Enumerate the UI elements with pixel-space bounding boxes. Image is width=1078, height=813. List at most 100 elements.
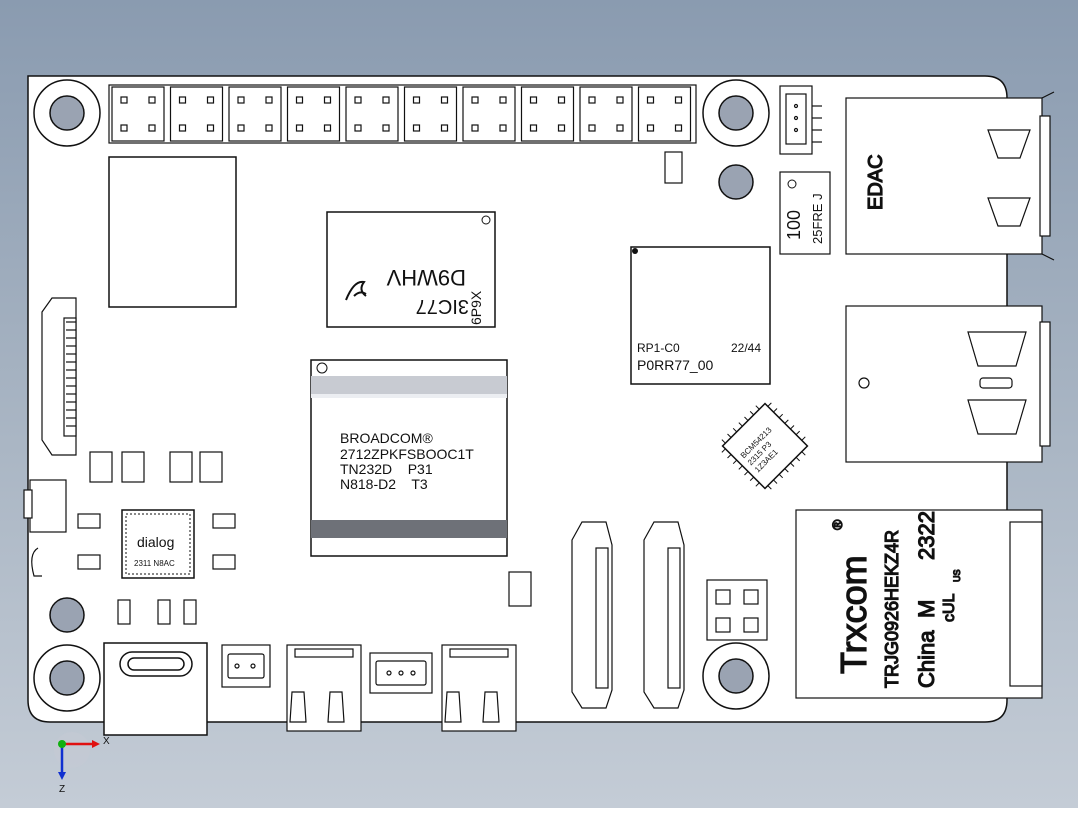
gpio-pin bbox=[178, 96, 187, 104]
gpio-pin bbox=[412, 124, 421, 132]
gpio-pin bbox=[382, 124, 390, 132]
eth-registered: ® bbox=[829, 519, 845, 530]
component-100-line2: 25FRE J bbox=[810, 193, 825, 244]
micro-hdmi-port-2 bbox=[441, 644, 517, 732]
mounting-holes bbox=[33, 79, 770, 712]
gpio-pin bbox=[237, 96, 245, 104]
usb-port-bottom bbox=[845, 305, 1051, 463]
gpio-pin bbox=[471, 96, 479, 104]
pmic-chip: dialog 2311 N8AC bbox=[121, 509, 195, 579]
gpio-pin bbox=[295, 96, 304, 104]
ram-chip: D9WHV 3IC77 6P9X bbox=[326, 211, 496, 328]
soc-line3: TN232D P31 bbox=[340, 461, 433, 477]
usb-label: EDAC bbox=[865, 154, 887, 210]
gpio-cell bbox=[520, 86, 575, 142]
gpio-pin bbox=[616, 124, 624, 132]
gpio-pin bbox=[646, 96, 655, 104]
jst-connector-2 bbox=[369, 652, 433, 694]
eth-m: M bbox=[914, 600, 939, 618]
rp1-line3: P0RR77_00 bbox=[637, 357, 713, 373]
component-100-line1: 100 bbox=[784, 210, 804, 240]
ram-line2: 3IC77 bbox=[416, 295, 469, 317]
micron-logo bbox=[345, 280, 367, 301]
passive-pads bbox=[77, 451, 532, 625]
gpio-pin bbox=[529, 96, 538, 104]
ram-line3: 6P9X bbox=[468, 290, 484, 325]
rp1-line1: RP1-C0 bbox=[637, 341, 680, 355]
gpio-pin bbox=[323, 124, 332, 132]
gpio-pin bbox=[354, 124, 362, 132]
pcb-outline bbox=[27, 75, 1008, 723]
gpio-header bbox=[108, 84, 697, 144]
gpio-pin bbox=[206, 96, 215, 104]
wifi-module bbox=[108, 156, 237, 308]
eth-origin: China bbox=[914, 630, 939, 688]
rp1-chip: RP1-C0 22/44 P0RR77_00 bbox=[630, 246, 771, 385]
gpio-pin bbox=[674, 96, 683, 104]
gpio-pin bbox=[674, 124, 683, 132]
gpio-pin bbox=[148, 124, 156, 132]
gpio-pin bbox=[237, 124, 245, 132]
gpio-cell bbox=[111, 86, 165, 142]
gpio-pin bbox=[557, 124, 566, 132]
poe-header bbox=[706, 579, 768, 641]
gpio-pin bbox=[120, 96, 128, 104]
camera-connector-2 bbox=[643, 521, 685, 709]
gpio-cell bbox=[637, 86, 692, 142]
gpio-pin bbox=[354, 96, 362, 104]
gpio-cell bbox=[462, 86, 516, 142]
gpio-pin bbox=[588, 124, 596, 132]
gpio-pin bbox=[499, 96, 507, 104]
camera-connector-1 bbox=[571, 521, 613, 709]
eth-cert-suffix: US bbox=[952, 569, 962, 582]
gpio-pin bbox=[557, 96, 566, 104]
gpio-pin bbox=[178, 124, 187, 132]
gpio-pin bbox=[148, 96, 156, 104]
gpio-pin bbox=[206, 124, 215, 132]
gpio-cell bbox=[345, 86, 399, 142]
gpio-pin bbox=[646, 124, 655, 132]
display-connector-left bbox=[41, 297, 77, 456]
gpio-pin bbox=[265, 124, 273, 132]
gpio-pin bbox=[440, 124, 449, 132]
eth-brand: Trxcom bbox=[833, 555, 874, 674]
gpio-pin bbox=[529, 124, 538, 132]
jst-connector-1 bbox=[221, 644, 271, 688]
eth-part: TRJG0926HEKZ4R bbox=[882, 530, 902, 688]
triad-x-label: X bbox=[103, 736, 110, 747]
gpio-cell bbox=[169, 86, 224, 142]
soc-chip: BROADCOM® 2712ZPKFSBOOC1T TN232D P31 N81… bbox=[310, 359, 508, 557]
gpio-pin bbox=[471, 124, 479, 132]
gpio-pin bbox=[120, 124, 128, 132]
usb-c-port bbox=[103, 642, 208, 736]
axis-triad: X Z bbox=[54, 732, 110, 795]
pmic-brand: dialog bbox=[137, 534, 174, 550]
gpio-pin bbox=[265, 96, 273, 104]
micro-hdmi-port-1 bbox=[286, 644, 362, 732]
power-button bbox=[23, 479, 67, 577]
gpio-pin bbox=[412, 96, 421, 104]
triad-z-label: Z bbox=[59, 784, 65, 795]
soc-line1: BROADCOM® bbox=[340, 430, 433, 446]
eth-cert: cUL bbox=[941, 593, 958, 622]
usb-port-top: EDAC bbox=[845, 91, 1055, 261]
gpio-cell bbox=[228, 86, 282, 142]
fan-connector bbox=[779, 85, 822, 155]
eth-date: 2322 bbox=[914, 511, 939, 560]
gpio-cell bbox=[286, 86, 341, 142]
gpio-pin bbox=[382, 96, 390, 104]
soc-line2: 2712ZPKFSBOOC1T bbox=[340, 446, 474, 462]
gpio-pin bbox=[295, 124, 304, 132]
component-100: 100 25FRE J bbox=[779, 171, 831, 255]
gpio-pin bbox=[323, 96, 332, 104]
soc-line4: N818-D2 T3 bbox=[340, 476, 428, 492]
gpio-cell bbox=[403, 86, 458, 142]
fan-pad bbox=[664, 151, 683, 184]
gpio-pin bbox=[499, 124, 507, 132]
ethernet-phy-chip: BCM54213 2315 P3 1Z3AE1 bbox=[721, 402, 809, 490]
rp1-line2: 22/44 bbox=[731, 341, 761, 355]
gpio-pin bbox=[588, 96, 596, 104]
gpio-pin bbox=[616, 96, 624, 104]
